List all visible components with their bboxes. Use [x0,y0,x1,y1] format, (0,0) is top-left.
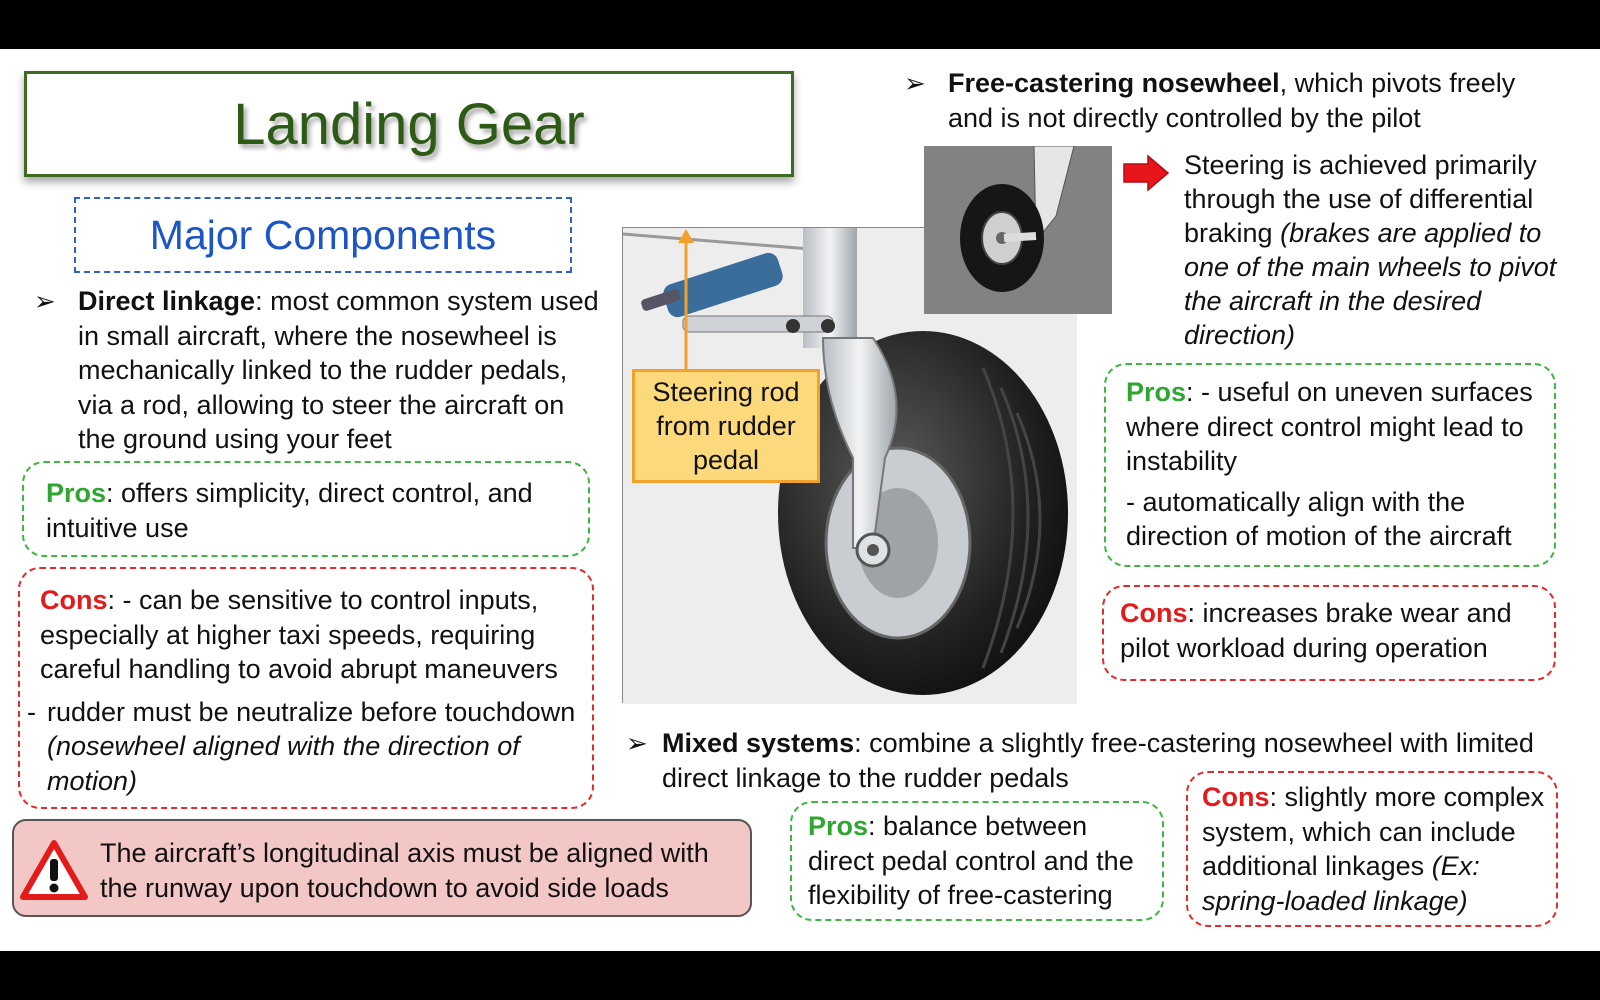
free-cons-text: : increases brake wear and pilot workloa… [1120,598,1512,663]
pros-label: Pros [1126,377,1187,407]
mixed-pros-text: : balance between direct pedal control a… [808,811,1134,910]
mixed-systems-text: Mixed systems: combine a slightly free-c… [662,726,1542,795]
mixed-cons-text: : slightly more complex system, which ca… [1202,782,1545,881]
steering-text: Steering is achieved primarily through t… [1184,150,1537,248]
mixed-cons-italic: (Ex: spring-loaded linkage) [1202,851,1480,916]
bullet-arrow-icon: ➢ [904,68,926,98]
red-arrow-icon [1123,154,1170,192]
bullet-arrow-icon: ➢ [626,728,648,758]
direct-linkage-text: Direct linkage: most common system used … [78,284,606,457]
direct-linkage-bullet: ➢ Direct linkage: most common system use… [34,284,606,457]
subtitle-box: Major Components [74,197,572,273]
castering-wheel-drawing [924,145,1112,314]
direct-cons-box: Cons: - can be sensitive to control inpu… [18,567,594,809]
free-pros-2: - automatically align with the direction… [1126,486,1512,552]
direct-pros-text: : offers simplicity, direct control, and… [46,478,533,543]
direct-cons-2-text: rudder must be neutralize before touchdo… [47,695,592,799]
direct-cons-2-main: rudder must be neutralize before touchdo… [47,696,576,727]
mixed-systems-desc: : combine a slightly free-castering nose… [662,728,1534,793]
free-castering-photo [924,145,1112,314]
callout-arrow-icon [678,229,694,371]
pros-label: Pros [808,811,869,841]
page-title: Landing Gear [233,91,585,157]
free-castering-text: Free-castering nosewheel, which pivots f… [948,66,1564,135]
steering-rod-callout: Steering rod from rudder pedal [632,369,820,483]
direct-cons-1: Cons: - can be sensitive to control inpu… [40,583,592,687]
differential-braking-text: Steering is achieved primarily through t… [1184,148,1564,352]
free-pros-text: : - useful on uneven surfaces where dire… [1126,377,1533,476]
free-cons-box: Cons: increases brake wear and pilot wor… [1102,585,1556,681]
direct-pros-box: Pros: offers simplicity, direct control,… [22,461,590,557]
bullet-arrow-icon: ➢ [34,286,56,316]
dash: - [27,696,36,727]
warning-triangle-icon [20,840,88,900]
free-pros-box: Pros: - useful on uneven surfaces where … [1104,363,1556,567]
free-castering-desc: , which pivots freely and is not directl… [948,68,1516,133]
title-box: Landing Gear [24,71,794,177]
free-castering-bullet: ➢ Free-castering nosewheel, which pivots… [904,66,1564,135]
cons-label: Cons [1202,782,1270,812]
mixed-systems-term: Mixed systems [662,728,855,758]
warning-box: The aircraft’s longitudinal axis must be… [12,819,752,917]
mixed-pros-box: Pros: balance between direct pedal contr… [790,801,1164,921]
direct-cons-text: : - can be sensitive to control inputs, … [40,585,558,684]
direct-cons-2: - rudder must be neutralize before touch… [27,695,592,799]
direct-linkage-term: Direct linkage [78,286,256,316]
cons-label: Cons [40,585,108,615]
free-castering-term: Free-castering nosewheel [948,68,1280,98]
direct-linkage-desc: : most common system used in small aircr… [78,286,599,454]
direct-cons-2-italic: (nosewheel aligned with the direction of… [47,731,520,796]
free-pros-1: Pros: - useful on uneven surfaces where … [1126,375,1546,479]
steering-italic: (brakes are applied to one of the main w… [1184,218,1557,350]
mixed-systems-bullet: ➢ Mixed systems: combine a slightly free… [626,726,1586,795]
mixed-cons-box: Cons: slightly more complex system, whic… [1186,771,1558,927]
warning-text: The aircraft’s longitudinal axis must be… [100,838,709,903]
cons-label: Cons [1120,598,1188,628]
subtitle: Major Components [149,211,497,258]
pros-label: Pros [46,478,107,508]
slide: Landing Gear Major Components ➢ Direct l… [0,49,1600,951]
